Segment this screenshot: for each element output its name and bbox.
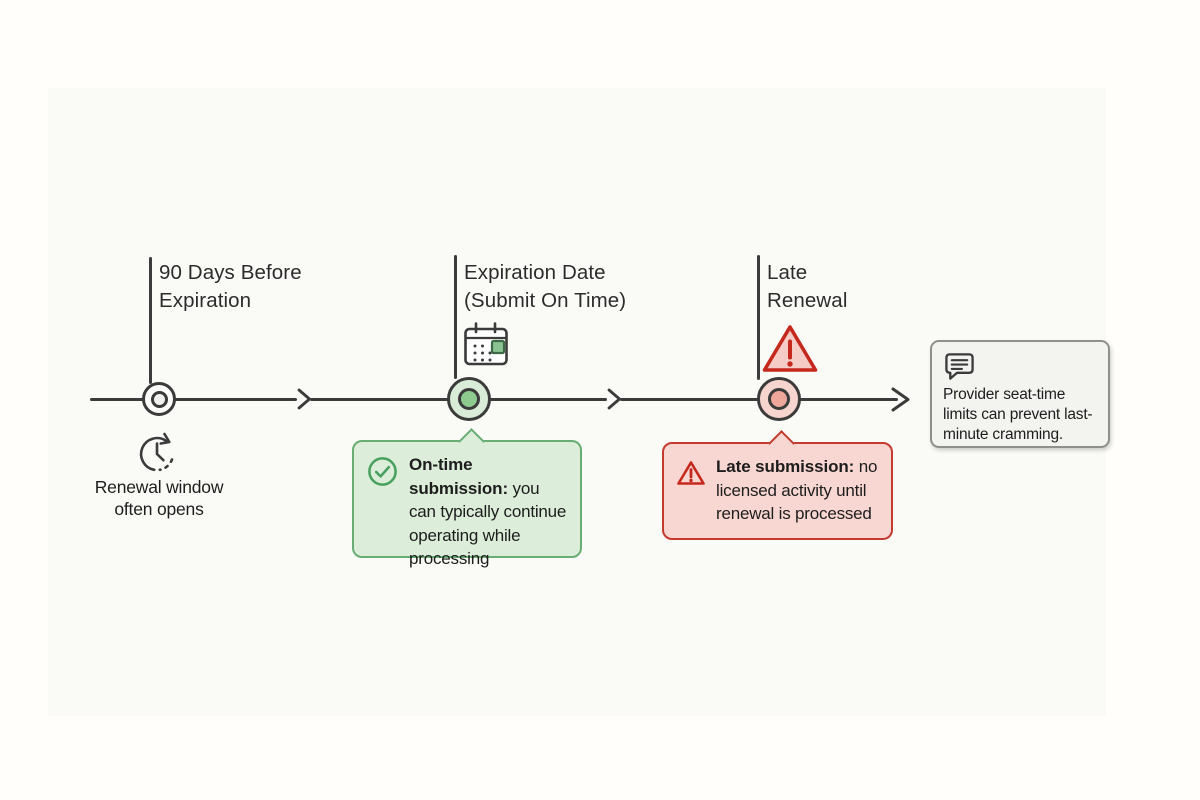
callout-text: On-time submission: you can typically co… bbox=[409, 453, 568, 571]
callout-on-time-submission: On-time submission: you can typically co… bbox=[352, 428, 582, 568]
callout-bold-text: Late submission: bbox=[716, 457, 855, 476]
timeline-node-late bbox=[757, 377, 801, 421]
caption-line: Renewal window bbox=[94, 477, 224, 497]
calendar-icon bbox=[462, 320, 510, 370]
callout-text: Late submission: no licensed activity un… bbox=[716, 455, 879, 526]
chevron-right-icon bbox=[607, 388, 622, 410]
milestone-label-late-renewal: Late Renewal bbox=[767, 259, 847, 315]
connector-line bbox=[149, 257, 152, 384]
speech-bubble-icon bbox=[943, 351, 1097, 382]
milestone-label-line: (Submit On Time) bbox=[464, 289, 627, 312]
connector-line bbox=[454, 255, 457, 379]
caption-line: often opens bbox=[114, 499, 204, 519]
diagram-canvas bbox=[48, 88, 1106, 716]
check-circle-icon bbox=[366, 455, 399, 488]
milestone-label-line: Expiration Date bbox=[464, 261, 606, 284]
connector-line bbox=[757, 255, 760, 380]
side-note: Provider seat-time limits can prevent la… bbox=[930, 340, 1110, 448]
warning-triangle-icon bbox=[676, 459, 706, 487]
milestone-label-expiration-date: Expiration Date (Submit On Time) bbox=[464, 259, 626, 315]
milestone-label-90-days: 90 Days Before Expiration bbox=[159, 259, 302, 315]
callout-bold-text: On-time submission: bbox=[409, 455, 509, 498]
timeline-line-segment bbox=[90, 398, 297, 401]
node-core bbox=[150, 390, 168, 408]
side-note-text: Provider seat-time limits can prevent la… bbox=[943, 386, 1093, 443]
milestone-caption: Renewal window often opens bbox=[84, 476, 234, 520]
milestone-label-line: Expiration bbox=[159, 289, 252, 312]
warning-triangle-icon bbox=[760, 320, 820, 376]
renewal-clock-icon bbox=[135, 428, 183, 476]
timeline-node-90-days bbox=[142, 382, 176, 416]
node-core bbox=[458, 388, 480, 410]
callout-body-text: no licensed activity until renewal is pr… bbox=[716, 457, 878, 523]
callout-late-submission: Late submission: no licensed activity un… bbox=[662, 430, 893, 540]
callout-body-text: you can typically continue operating whi… bbox=[409, 478, 567, 569]
milestone-label-line: Renewal bbox=[767, 289, 848, 312]
chevron-right-icon bbox=[297, 388, 312, 410]
node-core bbox=[768, 388, 790, 410]
milestone-label-line: Late bbox=[767, 261, 808, 284]
timeline-node-expiration bbox=[447, 377, 491, 421]
milestone-label-line: 90 Days Before bbox=[159, 261, 302, 284]
arrow-right-icon bbox=[890, 386, 912, 413]
